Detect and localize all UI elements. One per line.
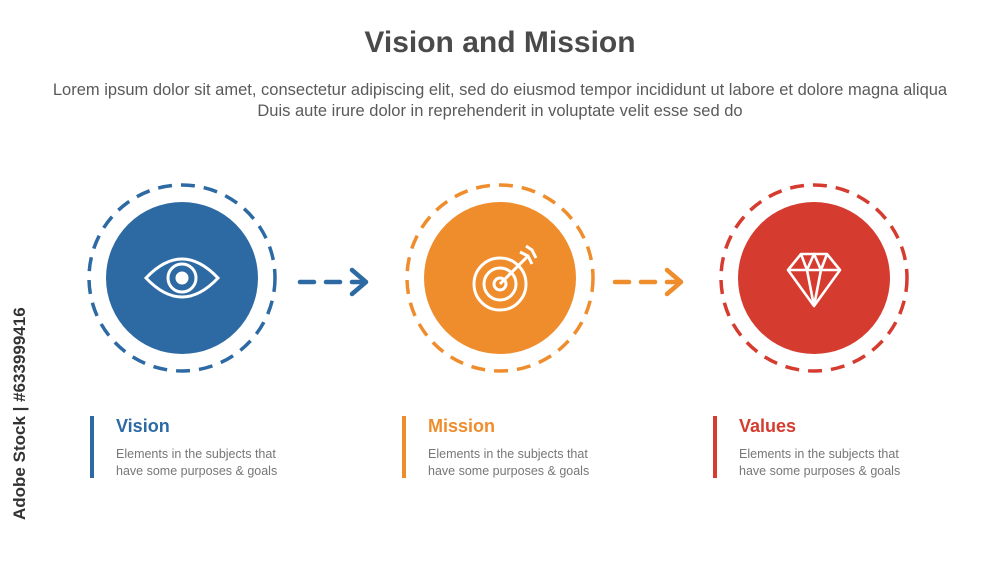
- step-text-mission: Elements in the subjects that have some …: [428, 447, 590, 478]
- step-mission: [405, 183, 595, 373]
- arrow-mission-to-values: [612, 267, 684, 297]
- accent-bar-values: [713, 416, 717, 478]
- step-label-mission: Mission: [428, 416, 496, 436]
- step-label-values: Values: [739, 416, 797, 436]
- accent-bar-mission: [402, 416, 406, 478]
- step-vision: [87, 183, 277, 373]
- step-text-vision: Elements in the subjects that have some …: [116, 447, 278, 478]
- diamond-icon: [786, 252, 842, 308]
- circle-values: [738, 202, 890, 354]
- arrow-vision-to-mission: [297, 267, 369, 297]
- page-description: Lorem ipsum dolor sit amet, consectetur …: [52, 81, 948, 120]
- dashed-ring-vision: [87, 183, 277, 373]
- step-text-values: Elements in the subjects that have some …: [739, 447, 901, 478]
- accent-bar-vision: [90, 416, 94, 478]
- dashed-ring-values: [719, 183, 909, 373]
- page-title: Vision and Mission: [364, 26, 636, 59]
- eye-icon: [143, 257, 221, 299]
- target-icon: [472, 244, 538, 312]
- step-values: [719, 183, 909, 373]
- step-label-vision: Vision: [116, 416, 170, 436]
- dashed-ring-mission: [405, 183, 595, 373]
